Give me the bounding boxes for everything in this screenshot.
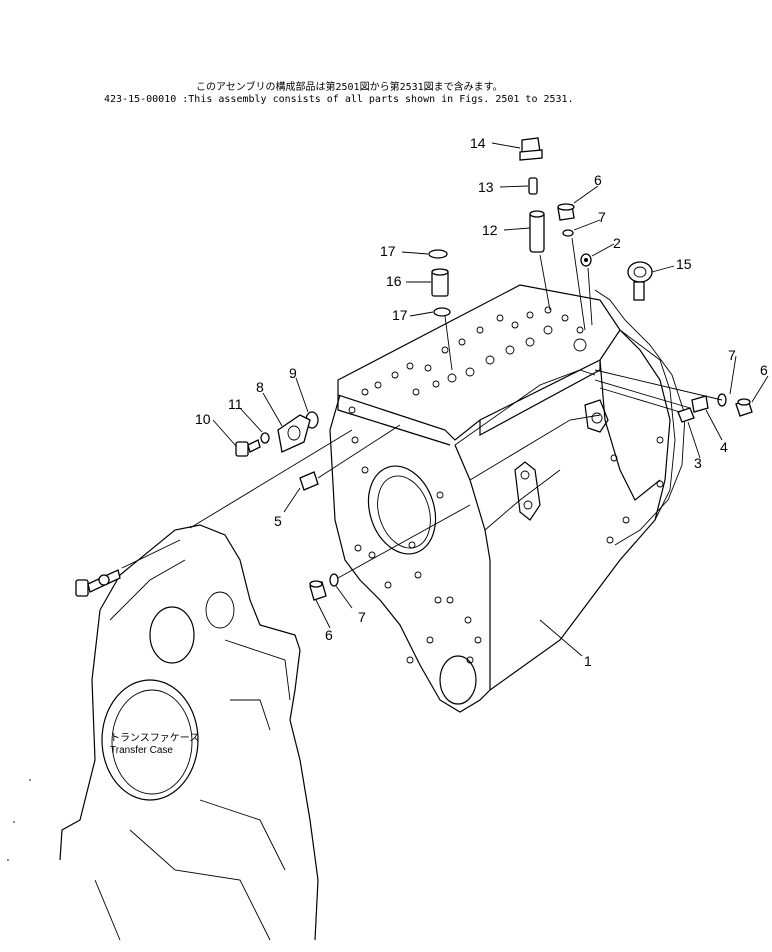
callout-6-top: 6: [594, 172, 602, 188]
callout-16: 16: [386, 273, 402, 289]
callout-4: 4: [720, 439, 728, 455]
callout-12: 12: [482, 222, 498, 238]
callout-5: 5: [274, 513, 282, 529]
callout-10: 10: [195, 411, 211, 427]
part-12-tube: [529, 210, 551, 311]
callout-15: 15: [676, 256, 692, 272]
callout-6-right: 6: [760, 362, 768, 378]
part-7-lower-ring: [329, 573, 339, 587]
part-13-pin: [528, 177, 538, 195]
part-4-plug: [691, 395, 709, 413]
part-17-upper-ring: [428, 249, 448, 259]
callout-9: 9: [289, 365, 297, 381]
callout-17-upper: 17: [380, 243, 396, 259]
part-8-cover: [277, 414, 311, 453]
part-2-nut: [580, 253, 593, 326]
part-16-sleeve: [431, 268, 449, 297]
part-6-top-plug: [557, 203, 575, 221]
transfer-case: [59, 524, 319, 941]
part-10-bolt: [235, 439, 261, 457]
callout-17-lower: 17: [392, 307, 408, 323]
part-11-washer: [260, 432, 270, 444]
part-6-right-plug: [735, 398, 753, 417]
callout-2: 2: [613, 235, 621, 251]
transfer-case-bolt: [75, 539, 181, 597]
scan-specks: [7, 779, 31, 861]
callout-8: 8: [256, 379, 264, 395]
header-note-jp: このアセンブリの構成部品は第2501図から第2531図まで含みます。: [196, 80, 503, 93]
part-15-eye-bolt: [627, 261, 653, 301]
callout-14: 14: [470, 135, 486, 151]
main-housing: [329, 284, 686, 713]
header-note-en: 423-15-00010 :This assembly consists of …: [104, 94, 574, 105]
part-6-lower-plug: [309, 580, 327, 601]
part-14-plug: [519, 137, 543, 161]
callout-13: 13: [478, 179, 494, 195]
transfer-case-label-en: Transfer Case: [110, 745, 173, 756]
callout-7-top: 7: [598, 209, 606, 225]
part-5-plug: [299, 424, 401, 491]
callout-6-lower: 6: [325, 627, 333, 643]
part-7-top-ring: [562, 229, 574, 237]
callout-7-lower: 7: [358, 609, 366, 625]
callout-3: 3: [694, 455, 702, 471]
transfer-case-label-jp: トランスファケース: [110, 732, 199, 744]
callout-1: 1: [584, 653, 592, 669]
callout-7-right: 7: [728, 347, 736, 363]
callout-11: 11: [228, 396, 243, 412]
leader-lines: [212, 142, 769, 657]
part-17-lower-ring: [433, 307, 451, 317]
part-3-plug: [677, 407, 695, 423]
